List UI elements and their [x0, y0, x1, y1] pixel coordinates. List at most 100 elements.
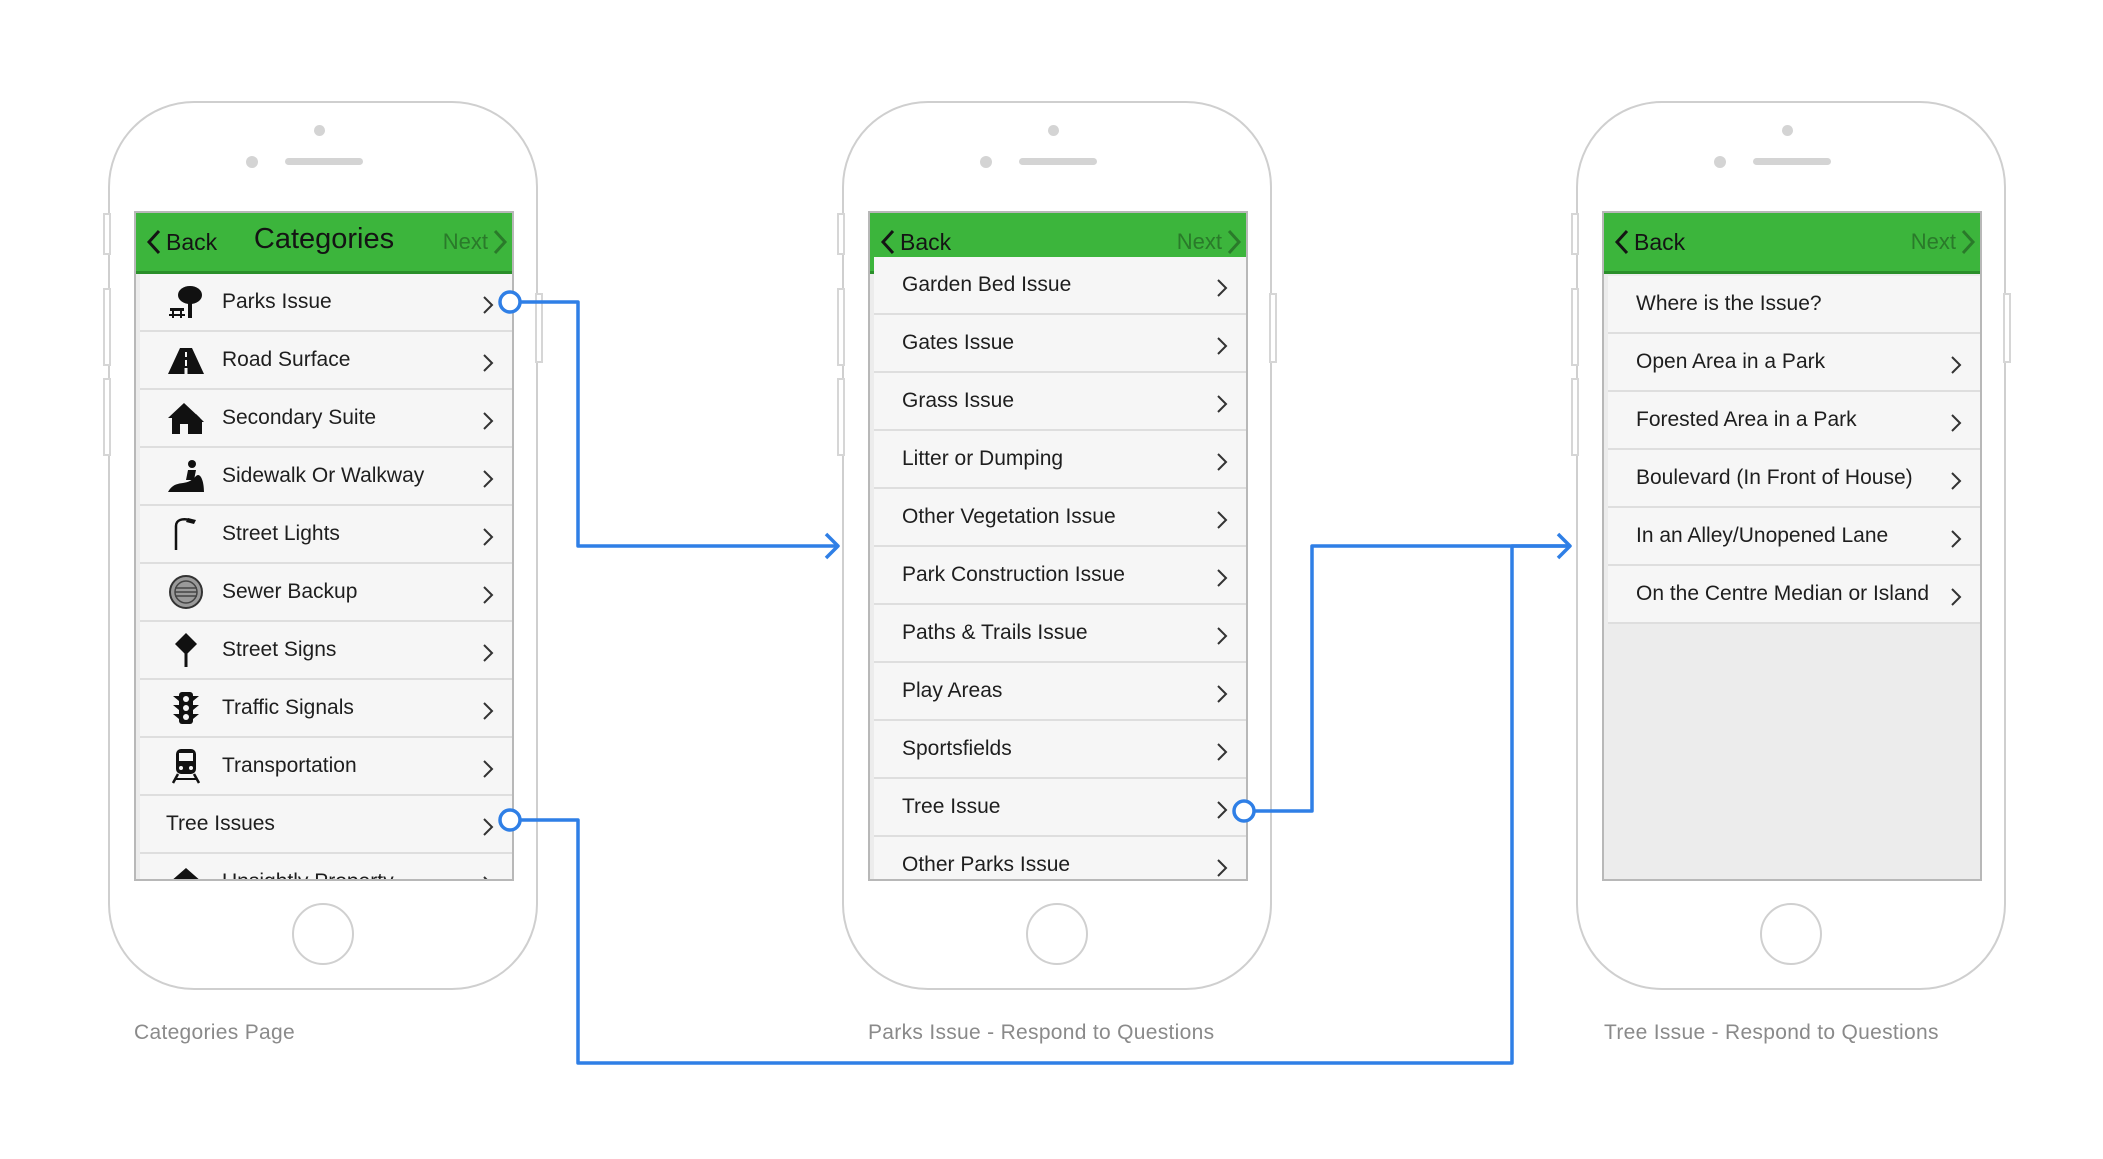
list-item[interactable]: Garden Bed Issue [874, 257, 1246, 315]
screen: Back Categories Next Parks Issue Road Su… [134, 211, 514, 881]
next-button[interactable]: Next [1177, 225, 1242, 259]
list-item[interactable]: Transportation [140, 738, 512, 796]
category-list: Parks Issue Road Surface Secondary Suite [140, 274, 512, 879]
list-item-label: Sidewalk Or Walkway [222, 464, 425, 487]
list-item-label: On the Centre Median or Island [1636, 582, 1929, 605]
chevron-right-icon [1217, 279, 1228, 297]
chevron-right-icon [1217, 395, 1228, 413]
parks-issue-list: Garden Bed Issue Gates Issue Grass Issue… [874, 257, 1246, 879]
chevron-right-icon [483, 412, 494, 430]
chevron-right-icon [1217, 337, 1228, 355]
chevron-right-icon [483, 644, 494, 662]
list-item[interactable]: Street Lights [140, 506, 512, 564]
street-sign-icon [166, 632, 206, 668]
list-item[interactable]: Forested Area in a Park [1608, 392, 1980, 450]
back-button[interactable]: Back [880, 225, 951, 259]
back-button[interactable]: Back [146, 225, 217, 259]
list-item-label: Other Parks Issue [902, 853, 1071, 876]
phone-parks-issue: Back Next Garden Bed Issue Gates Issue G… [837, 101, 1277, 990]
list-item-label: Open Area in a Park [1636, 350, 1826, 373]
list-item[interactable]: Paths & Trails Issue [874, 605, 1246, 663]
next-label: Next [1176, 229, 1222, 254]
next-label: Next [442, 229, 488, 254]
list-item[interactable]: Street Signs [140, 622, 512, 680]
list-item[interactable]: Traffic Signals [140, 680, 512, 738]
sensor [246, 156, 258, 168]
list-item[interactable]: Sidewalk Or Walkway [140, 448, 512, 506]
list-item-label: Sewer Backup [222, 580, 358, 603]
list-item[interactable]: In an Alley/Unopened Lane [1608, 508, 1980, 566]
chevron-right-icon [483, 702, 494, 720]
question-label: Where is the Issue? [1636, 292, 1822, 315]
list-item[interactable]: On the Centre Median or Island [1608, 566, 1980, 624]
next-button[interactable]: Next [1911, 225, 1976, 259]
list-item[interactable]: Park Construction Issue [874, 547, 1246, 605]
list-item[interactable]: Litter or Dumping [874, 431, 1246, 489]
list-item[interactable]: Sportsfields [874, 721, 1246, 779]
list-item-label: Road Surface [222, 348, 351, 371]
list-item-label: Park Construction Issue [902, 563, 1125, 586]
side-button [103, 288, 111, 366]
next-button[interactable]: Next [443, 225, 508, 259]
street-light-icon [166, 516, 206, 552]
chevron-right-icon [1217, 743, 1228, 761]
park-tree-icon [166, 284, 206, 320]
list-item[interactable]: Unsightly Property [140, 854, 512, 879]
chevron-right-icon [483, 818, 494, 836]
screen-caption: Tree Issue - Respond to Questions [1604, 1021, 1939, 1044]
list-item[interactable]: Parks Issue [140, 274, 512, 332]
traffic-light-icon [166, 690, 206, 726]
earpiece-speaker [285, 158, 363, 165]
chevron-right-icon [1951, 414, 1962, 432]
chevron-right-icon [483, 296, 494, 314]
list-item-label: Other Vegetation Issue [902, 505, 1116, 528]
list-item-label: Litter or Dumping [902, 447, 1064, 470]
list-item[interactable]: Boulevard (In Front of House) [1608, 450, 1980, 508]
side-button [837, 213, 845, 255]
home-button[interactable] [1026, 903, 1088, 965]
list-item[interactable]: Secondary Suite [140, 390, 512, 448]
walkway-icon [166, 458, 206, 494]
list-item-label: In an Alley/Unopened Lane [1636, 524, 1889, 547]
list-item[interactable]: Road Surface [140, 332, 512, 390]
list-item-label: Traffic Signals [222, 696, 354, 719]
list-item[interactable]: Play Areas [874, 663, 1246, 721]
list-item-label: Street Lights [222, 522, 340, 545]
list-item-label: Gates Issue [902, 331, 1015, 354]
list-item[interactable]: Grass Issue [874, 373, 1246, 431]
side-button [837, 378, 845, 456]
list-item-label: Unsightly Property [222, 870, 394, 879]
navigation-bar: Back Categories Next [136, 213, 512, 274]
chevron-right-icon [1217, 801, 1228, 819]
screen-caption: Parks Issue - Respond to Questions [868, 1021, 1215, 1044]
chevron-left-icon [146, 229, 161, 255]
list-item[interactable]: Tree Issues [140, 796, 512, 854]
side-button [1571, 378, 1579, 456]
list-item[interactable]: Open Area in a Park [1608, 334, 1980, 392]
back-button[interactable]: Back [1614, 225, 1685, 259]
list-item-label: Forested Area in a Park [1636, 408, 1857, 431]
chevron-left-icon [1614, 229, 1629, 255]
home-button[interactable] [292, 903, 354, 965]
home-button[interactable] [1760, 903, 1822, 965]
list-item-label: Street Signs [222, 638, 337, 661]
side-button [1571, 213, 1579, 255]
chevron-right-icon [1951, 530, 1962, 548]
sensor [980, 156, 992, 168]
sewer-grate-icon [166, 574, 206, 610]
list-item-label: Paths & Trails Issue [902, 621, 1088, 644]
list-item[interactable]: Other Parks Issue [874, 837, 1246, 879]
list-item[interactable]: Gates Issue [874, 315, 1246, 373]
arrowhead [824, 532, 840, 560]
list-item[interactable]: Tree Issue [874, 779, 1246, 837]
chevron-right-icon [1951, 356, 1962, 374]
screen-caption: Categories Page [134, 1021, 295, 1044]
list-item-label: Garden Bed Issue [902, 273, 1072, 296]
road-icon [166, 342, 206, 378]
connector-parks-tree-to-tree-issue [1254, 544, 1570, 813]
list-item[interactable]: Other Vegetation Issue [874, 489, 1246, 547]
list-item-label: Grass Issue [902, 389, 1015, 412]
list-item[interactable]: Sewer Backup [140, 564, 512, 622]
side-button [1571, 288, 1579, 366]
navigation-bar: Back Next [1604, 213, 1980, 274]
